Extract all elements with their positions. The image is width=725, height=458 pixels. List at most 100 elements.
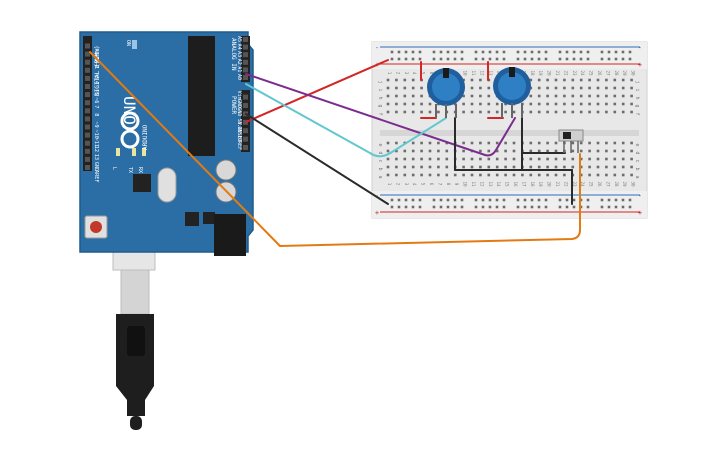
breadboard-hole[interactable] [621, 149, 625, 153]
digital-pin-socket[interactable] [85, 92, 90, 98]
breadboard-hole[interactable] [563, 173, 566, 177]
rail-hole[interactable] [544, 205, 548, 209]
rail-hole[interactable] [495, 50, 499, 54]
breadboard-hole[interactable] [479, 141, 482, 145]
breadboard-hole[interactable] [462, 102, 465, 106]
breadboard-hole[interactable] [554, 149, 558, 153]
breadboard-hole[interactable] [613, 110, 617, 114]
breadboard-hole[interactable] [613, 157, 617, 161]
digital-pin-socket[interactable] [85, 84, 90, 89]
rail-hole[interactable] [488, 198, 492, 202]
breadboard-hole[interactable] [596, 157, 600, 161]
rail-hole[interactable] [481, 50, 485, 54]
rail-hole[interactable] [474, 50, 478, 54]
digital-pin-socket[interactable] [85, 100, 90, 106]
analog-pin-socket[interactable] [243, 37, 248, 42]
breadboard-hole[interactable] [428, 165, 432, 169]
breadboard-hole[interactable] [420, 173, 423, 177]
breadboard-hole[interactable] [621, 110, 625, 114]
analog-pin-socket[interactable] [243, 67, 248, 73]
breadboard-hole[interactable] [495, 110, 499, 114]
breadboard-hole[interactable] [395, 141, 398, 145]
breadboard-hole[interactable] [403, 110, 407, 114]
breadboard-hole[interactable] [613, 86, 617, 90]
rail-hole[interactable] [565, 205, 569, 209]
breadboard-hole[interactable] [621, 173, 625, 177]
analog-pin-socket[interactable] [243, 44, 248, 50]
analog-header[interactable] [241, 36, 250, 82]
rail-hole[interactable] [495, 57, 499, 61]
rail-hole[interactable] [621, 198, 625, 202]
breadboard-hole[interactable] [546, 110, 549, 114]
breadboard-hole[interactable] [554, 102, 558, 106]
breadboard-hole[interactable] [630, 86, 633, 90]
breadboard-hole[interactable] [420, 165, 423, 169]
rail-hole[interactable] [600, 57, 604, 61]
potentiometer-2[interactable] [493, 67, 531, 118]
breadboard-hole[interactable] [504, 149, 507, 153]
breadboard-hole[interactable] [571, 165, 575, 169]
rail-hole[interactable] [586, 198, 590, 202]
rail-hole[interactable] [516, 205, 520, 209]
breadboard-hole[interactable] [495, 173, 499, 177]
rail-hole[interactable] [628, 198, 632, 202]
breadboard-hole[interactable] [462, 141, 465, 145]
breadboard-hole[interactable] [554, 94, 558, 98]
rail-hole[interactable] [439, 198, 443, 202]
breadboard-hole[interactable] [386, 173, 390, 177]
rail-hole[interactable] [495, 205, 499, 209]
rail-hole[interactable] [390, 198, 394, 202]
breadboard-hole[interactable] [546, 165, 549, 169]
breadboard-hole[interactable] [588, 102, 591, 106]
rail-hole[interactable] [523, 57, 527, 61]
breadboard-hole[interactable] [529, 94, 533, 98]
rail-hole[interactable] [558, 50, 562, 54]
analog-pin-socket[interactable] [243, 75, 248, 80]
rail-hole[interactable] [586, 205, 590, 209]
rail-hole[interactable] [453, 205, 457, 209]
rail-hole[interactable] [502, 205, 506, 209]
breadboard-hole[interactable] [613, 173, 617, 177]
breadboard-hole[interactable] [588, 173, 591, 177]
breadboard-hole[interactable] [395, 173, 398, 177]
rail-hole[interactable] [579, 57, 583, 61]
breadboard-hole[interactable] [613, 102, 617, 106]
rail-hole[interactable] [439, 57, 443, 61]
breadboard-hole[interactable] [546, 173, 549, 177]
rail-hole[interactable] [488, 57, 492, 61]
breadboard-hole[interactable] [579, 165, 583, 169]
breadboard-hole[interactable] [487, 141, 491, 145]
breadboard-hole[interactable] [537, 141, 541, 145]
breadboard-hole[interactable] [605, 86, 608, 90]
breadboard-hole[interactable] [605, 141, 608, 145]
breadboard-hole[interactable] [605, 78, 608, 82]
breadboard-hole[interactable] [579, 157, 583, 161]
breadboard-hole[interactable] [437, 157, 440, 161]
breadboard-hole[interactable] [403, 78, 407, 82]
breadboard-hole[interactable] [479, 78, 482, 82]
breadboard-hole[interactable] [546, 141, 549, 145]
breadboard-hole[interactable] [487, 157, 491, 161]
breadboard-hole[interactable] [403, 173, 407, 177]
breadboard-hole[interactable] [529, 110, 533, 114]
rail-hole[interactable] [537, 198, 541, 202]
breadboard-hole[interactable] [546, 149, 549, 153]
breadboard-hole[interactable] [487, 86, 491, 90]
breadboard-hole[interactable] [630, 141, 633, 145]
breadboard-hole[interactable] [613, 165, 617, 169]
breadboard-hole[interactable] [445, 157, 449, 161]
breadboard-hole[interactable] [411, 173, 415, 177]
breadboard-hole[interactable] [395, 157, 398, 161]
breadboard-hole[interactable] [470, 173, 474, 177]
rail-hole[interactable] [446, 205, 450, 209]
breadboard-hole[interactable] [403, 149, 407, 153]
rail-hole[interactable] [544, 50, 548, 54]
breadboard-hole[interactable] [395, 165, 398, 169]
breadboard-hole[interactable] [428, 149, 432, 153]
breadboard-hole[interactable] [403, 165, 407, 169]
breadboard-hole[interactable] [487, 173, 491, 177]
breadboard-hole[interactable] [470, 94, 474, 98]
breadboard-hole[interactable] [537, 78, 541, 82]
breadboard-hole[interactable] [395, 110, 398, 114]
power-pin-socket[interactable] [243, 103, 248, 108]
